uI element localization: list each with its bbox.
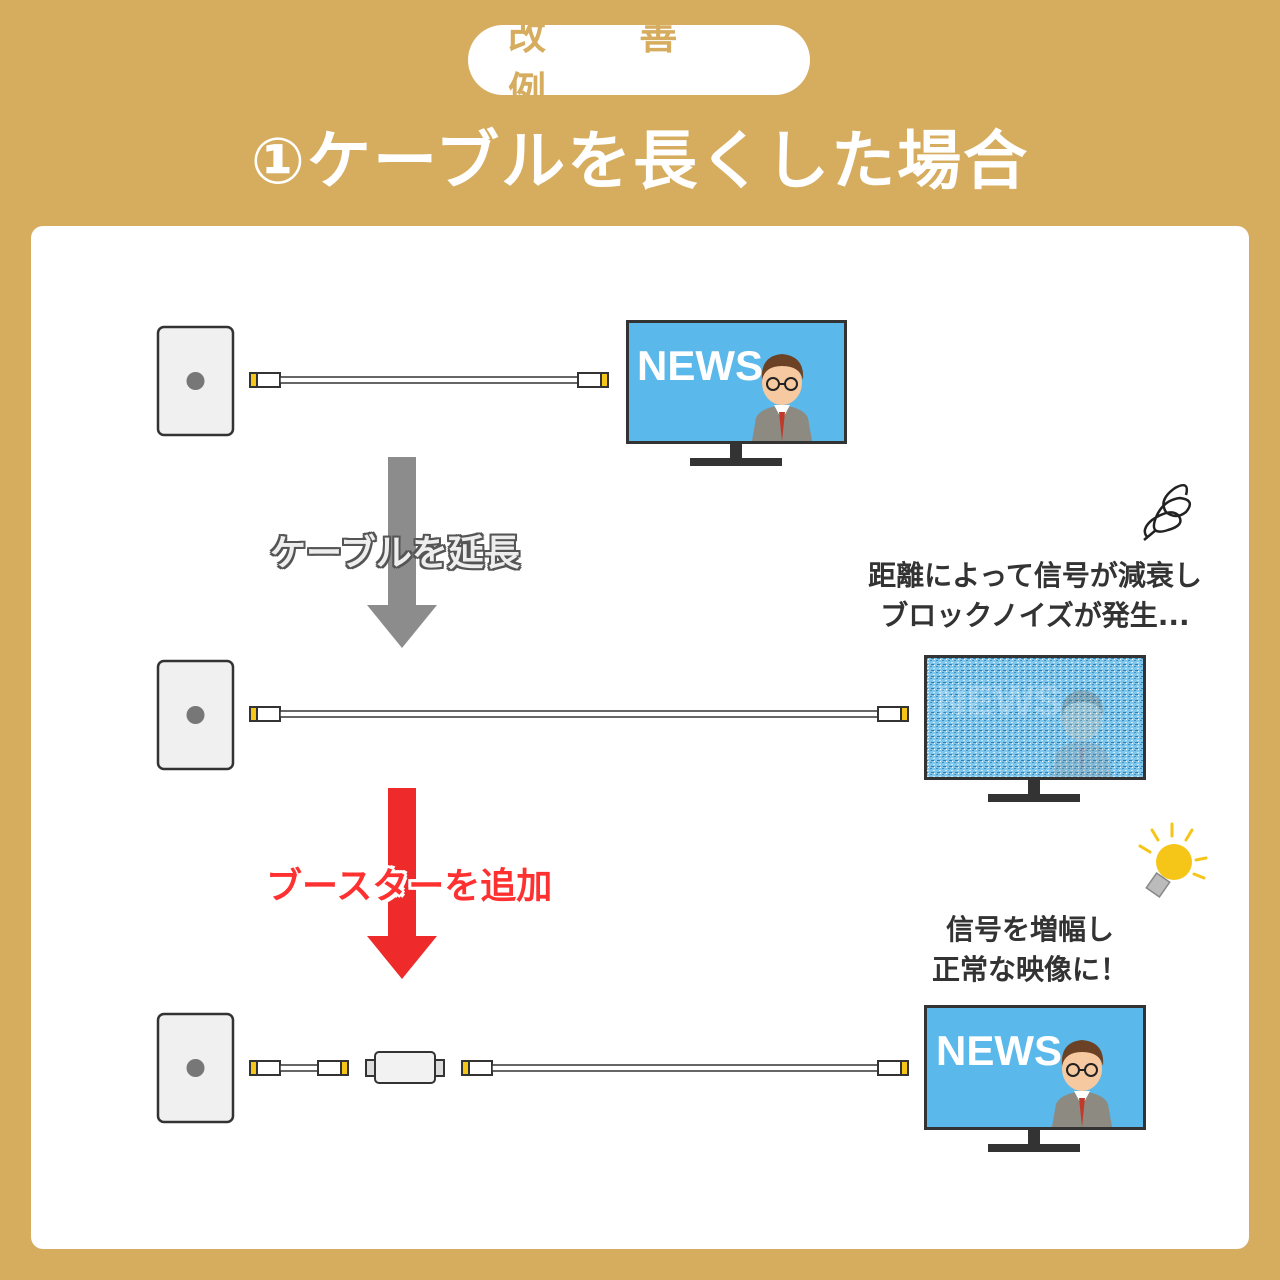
down-arrow-icon xyxy=(367,788,437,979)
cable-icon xyxy=(249,372,609,388)
noise-note-line2: ブロックノイズが発生... xyxy=(880,599,1190,632)
down-arrow-icon xyxy=(367,457,437,648)
noise-note-line1: 距離によって信号が減衰し xyxy=(868,559,1202,592)
newscaster-icon xyxy=(752,354,812,441)
lightbulb-icon xyxy=(1138,822,1208,899)
header-badge: 改 善 例 xyxy=(468,14,810,113)
page-title: ①ケーブルを長くした場合 xyxy=(250,125,1030,199)
tv-icon: NEWS xyxy=(924,1005,1146,1152)
scribble-icon xyxy=(1143,483,1192,541)
ok-note-line1: 信号を増幅し xyxy=(945,913,1114,946)
newscaster-icon xyxy=(1052,1040,1112,1127)
ok-note-line2: 正常な映像に！ xyxy=(931,953,1128,986)
tv-icon: NEWS xyxy=(626,320,847,466)
tv-icon: NEWS xyxy=(924,655,1146,802)
cable-icon xyxy=(461,1060,909,1076)
tv-news-text: NEWS xyxy=(637,342,763,389)
booster-icon xyxy=(365,1051,445,1084)
noise-note: 距離によって信号が減衰し ブロックノイズが発生... xyxy=(840,556,1230,636)
extend-cable-label: ケーブルを延長 xyxy=(270,533,520,574)
wall-outlet-icon xyxy=(156,659,235,771)
wall-outlet-icon xyxy=(156,325,235,437)
cable-icon xyxy=(249,1060,349,1076)
header-badge-text: 改 善 例 xyxy=(508,14,718,113)
ok-note: 信号を増幅し 正常な映像に！ xyxy=(900,910,1160,990)
cable-icon xyxy=(249,706,909,722)
wall-outlet-icon xyxy=(156,1012,235,1124)
tv-news-text: NEWS xyxy=(936,1027,1062,1074)
add-booster-label: ブースターを追加 xyxy=(266,866,553,907)
